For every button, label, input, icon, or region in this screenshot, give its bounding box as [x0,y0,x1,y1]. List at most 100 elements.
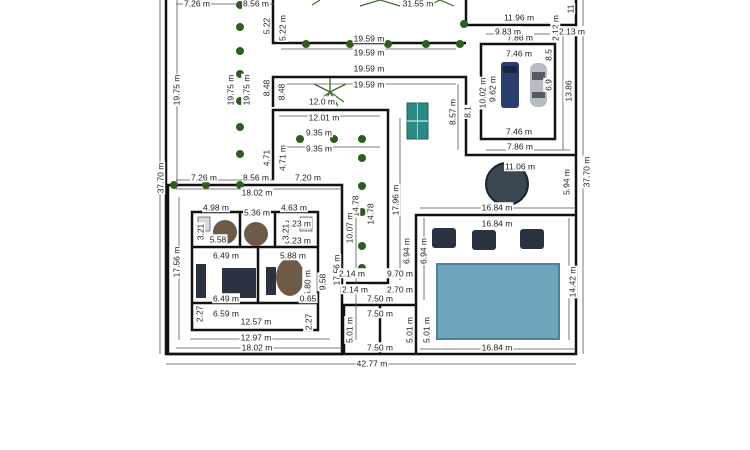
hedge-tree [422,40,430,48]
dimension-label-bg [294,172,322,183]
dimension-text: 6.49 m [213,250,239,260]
hedge-tree [236,181,244,189]
blue-van [501,62,519,108]
dimension-label-bg [171,73,182,107]
dimension-text: 13.86 [563,80,573,102]
dimension-label-bg [567,265,578,299]
dimension-label-bg [366,293,394,304]
dimension-label-bg [462,104,473,119]
dimension-label-bg [505,126,533,137]
dimension-label-bg [503,161,537,172]
dimension-text: 0.65 [300,293,317,303]
dimension-label: 18.02 m [240,187,274,198]
dimension-label: 16.84 m [480,218,514,229]
dimension-label-bg [261,78,272,98]
dimension-text: 8.5 [543,49,553,61]
dimension-label-bg [277,144,288,172]
dimension-text: 8.48 [261,79,271,96]
dimension-label: 4.71 [261,148,272,168]
dimension-label: 5.22 m [277,14,288,42]
dimension-label: 31.55 m [401,0,435,9]
dimension-text: 8.56 m [243,172,269,182]
dimension-text: 12.0 m [309,96,335,106]
dimension-label-bg [261,148,272,168]
dimension-label-bg [302,269,313,297]
dimension-label-bg [502,12,536,23]
walkway-wall [342,303,416,354]
dimension-text: 14.78 [365,203,375,225]
dimension-text: 7.86 m [507,32,533,42]
dimension-text: 4.71 m [277,145,287,171]
hedge-tree [456,40,464,48]
dimension-label: 4.98 m [202,202,230,213]
dimension-label-bg [317,272,328,292]
hedge-tree [358,242,366,250]
dimension-label-bg [303,312,314,332]
dimension-label-bg [242,172,270,183]
dimension-label: 2.27 [194,304,205,324]
dimension-label: 3.21 [280,222,291,242]
sofa-lounge [266,267,276,295]
dimension-label: 7.50 m [366,342,394,353]
dimension-text: 7.46 m [506,48,532,58]
dimension-label: 5.01 m [404,316,415,344]
dimension-label-bg [208,234,228,245]
dimension-label-bg [195,222,206,242]
dimension-label: 2.14 m [338,268,366,279]
patio-chairs [432,228,544,250]
dimension-text: 8.1 [462,106,472,118]
dimension-label-bg [477,76,488,110]
dimension-text: 7.46 m [506,126,532,136]
dimension-label: 5.01 m [421,316,432,344]
dimension-label: 12.97 m [239,332,273,343]
patio-chair-1 [432,228,456,248]
dimension-text: 12.57 m [241,316,272,326]
dimension-label: 7.26 m [190,172,218,183]
dimension-text: 2.27 [303,313,313,330]
hedge-tree [296,135,304,143]
dimension-label-bg [352,63,386,74]
dimension-text: 6.94 m [418,238,428,264]
dimension-label: 16.84 m [480,342,514,353]
dimension-label-bg [308,96,336,107]
dimension-text: 2.14 m [342,284,368,294]
dimension-text: 11 [565,4,575,13]
dimension-text: 2.13 m [559,26,585,36]
dimension-label-bg [202,202,230,213]
dimension-label: 7.46 m [505,48,533,59]
dimension-label: 10.07 m [344,211,355,245]
dimension-text: 2.70 m [387,284,413,294]
dimension-label-bg [558,26,586,37]
dimension-text: 19.59 m [354,79,385,89]
dimension-label-bg [280,222,291,242]
dimension-label-bg [421,316,432,344]
dimension-label-bg [344,316,355,344]
dimension-label-bg [561,168,572,196]
dimension-label: 6.49 m [212,293,240,304]
hedge-tree [358,182,366,190]
dimension-label: 12.0 m [308,96,336,107]
blue-van-body [501,62,519,108]
dimension-text: 7.50 m [367,293,393,303]
dimension-text: 5.01 m [404,317,414,343]
dimension-text: 11.96 m [504,12,534,22]
dimension-label: 18.02 m [240,342,274,353]
mid-terrace-wall [271,75,576,157]
dimension-text: 9.35 m [306,127,332,137]
dimension-label: 11.06 m [503,161,537,172]
dimension-label: 4.63 m [280,202,308,213]
dimension-text: 7.26 m [191,172,217,182]
dimension-label-bg [243,207,271,218]
dimension-label-bg [506,141,534,152]
hedge-tree [202,181,210,189]
dimension-label: 9.35 m [305,143,333,154]
dimension-text: 37.70 m [581,157,591,188]
dimension-label: 5.22 [261,16,272,36]
dimension-text: 19.75 m [225,75,235,106]
dimension-label-bg [338,268,366,279]
dimension-text: 19.59 m [354,63,385,73]
dimension-label: 9.62 m [487,75,498,103]
dimension-label: 6.94 m [401,237,412,265]
dimension-label: 37.70 m [581,155,592,189]
dimension-text: 9.35 m [306,143,332,153]
